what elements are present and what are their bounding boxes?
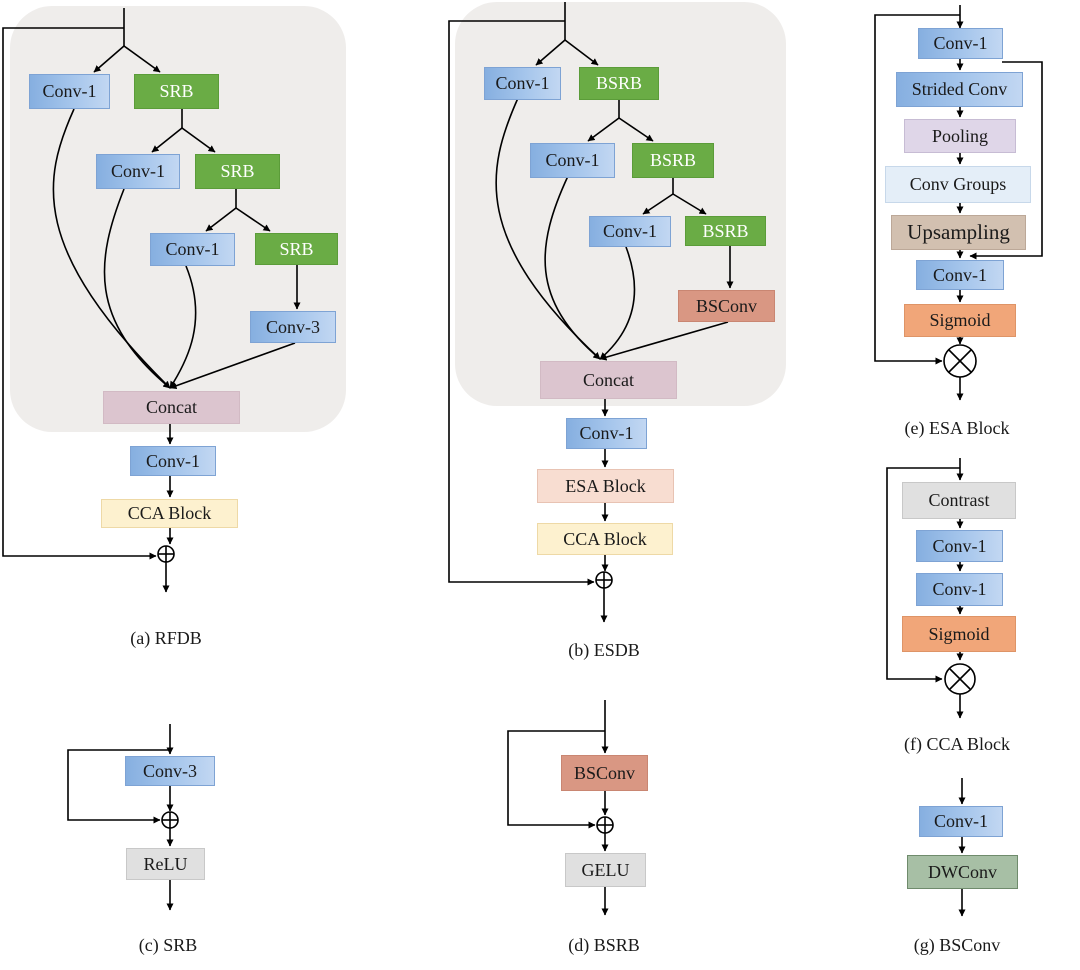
esdb-conv1-b: Conv-1: [530, 143, 615, 178]
bsrb-caption: (d) BSRB: [568, 935, 640, 955]
esa-strided-conv: Strided Conv: [896, 72, 1023, 107]
esdb-concat: Concat: [540, 361, 677, 399]
rfdb-cca-block: CCA Block: [101, 499, 238, 528]
rfdb-srb-b: SRB: [195, 154, 280, 189]
esa-sigmoid: Sigmoid: [904, 304, 1016, 337]
rfdb-srb-c: SRB: [255, 233, 338, 265]
bsconv-caption: (g) BSConv: [913, 935, 1001, 955]
esdb-bsrb-b: BSRB: [632, 143, 714, 178]
rfdb-concat: Concat: [103, 391, 240, 424]
rfdb-caption: (a) RFDB: [130, 628, 202, 648]
srb-caption: (c) SRB: [138, 935, 198, 955]
esdb-conv1-c: Conv-1: [589, 216, 671, 247]
srb-relu: ReLU: [126, 848, 205, 880]
esdb-caption: (b) ESDB: [568, 640, 640, 660]
rfdb-conv1-out: Conv-1: [130, 446, 216, 476]
esdb-bsconv: BSConv: [678, 290, 775, 322]
bsrb-gelu: GELU: [565, 853, 646, 887]
rfdb-srb-a: SRB: [134, 74, 219, 109]
esa-conv-groups: Conv Groups: [885, 166, 1031, 203]
bsrb-bsconv: BSConv: [561, 755, 648, 791]
cca-sigmoid: Sigmoid: [902, 616, 1016, 652]
bsconv-dwconv: DWConv: [907, 855, 1018, 889]
esdb-conv1-a: Conv-1: [484, 67, 561, 100]
rfdb-conv1-b: Conv-1: [96, 154, 180, 189]
rfdb-conv3: Conv-3: [250, 311, 336, 343]
bsconv-conv1: Conv-1: [919, 806, 1003, 837]
esa-conv1-top: Conv-1: [918, 28, 1003, 59]
rfdb-conv1-a: Conv-1: [29, 74, 110, 109]
esa-upsampling: Upsampling: [891, 215, 1026, 250]
esa-caption: (e) ESA Block: [904, 418, 1010, 438]
esa-pooling: Pooling: [904, 119, 1016, 153]
esdb-bsrb-a: BSRB: [579, 67, 659, 100]
esdb-esa-block: ESA Block: [537, 469, 674, 503]
esdb-cca-block: CCA Block: [537, 523, 673, 555]
cca-contrast: Contrast: [902, 482, 1016, 519]
cca-caption: (f) CCA Block: [904, 734, 1010, 754]
esdb-conv1-out: Conv-1: [566, 418, 647, 449]
esa-conv1-bottom: Conv-1: [916, 260, 1004, 290]
esdb-bsrb-c: BSRB: [685, 216, 766, 246]
cca-conv1-a: Conv-1: [916, 530, 1003, 562]
cca-conv1-b: Conv-1: [916, 573, 1003, 606]
srb-conv3: Conv-3: [125, 756, 215, 786]
rfdb-conv1-c: Conv-1: [150, 233, 235, 266]
